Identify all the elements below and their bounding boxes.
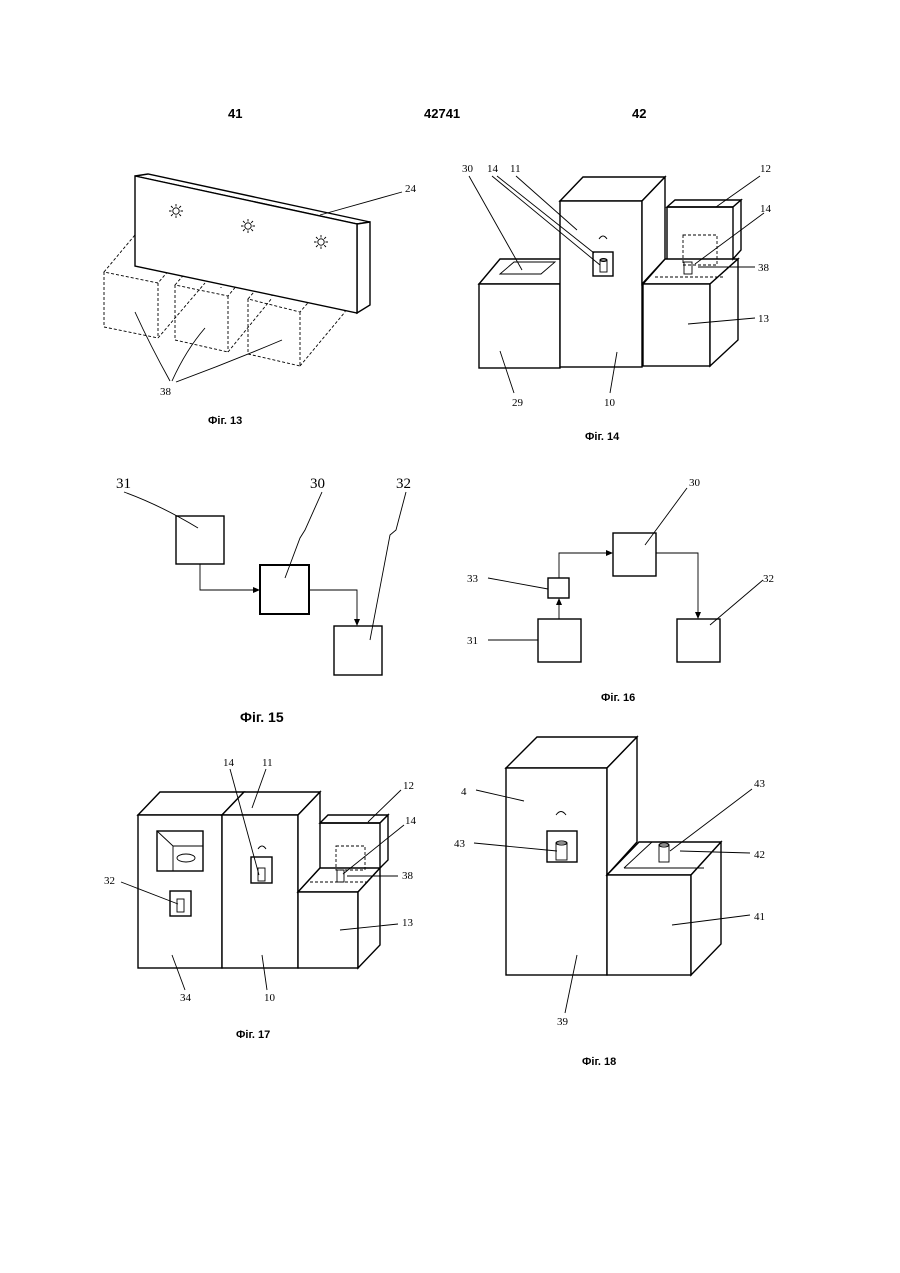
fig14-label-29: 29 bbox=[512, 397, 524, 409]
fig16-label-33: 33 bbox=[467, 573, 479, 585]
figure-14: 30 14 11 12 14 38 13 29 10 Фіг. 14 bbox=[462, 163, 772, 443]
figure-15: 31 30 32 Фіг. 15 bbox=[116, 476, 411, 725]
fig13-label-24: 24 bbox=[405, 183, 417, 195]
figure-17: 14 11 12 14 32 38 13 34 10 Фіг. 17 bbox=[104, 757, 417, 1041]
fig15-label-30: 30 bbox=[310, 476, 325, 492]
fig14-caption: Фіг. 14 bbox=[585, 431, 620, 443]
fig14-label-14-right: 14 bbox=[760, 203, 772, 215]
fig17-label-10: 10 bbox=[264, 992, 276, 1004]
fig14-label-13: 13 bbox=[758, 313, 770, 325]
fig14-label-30: 30 bbox=[462, 163, 474, 175]
board-24 bbox=[135, 174, 370, 313]
fig17-label-14-right: 14 bbox=[405, 815, 417, 827]
fig17-label-38: 38 bbox=[402, 870, 414, 882]
fig17-label-14-left: 14 bbox=[223, 757, 235, 769]
fig14-label-14-left: 14 bbox=[487, 163, 499, 175]
figure-13: 24 38 Фіг. 13 bbox=[104, 174, 417, 427]
fig16-label-32: 32 bbox=[763, 573, 774, 585]
fig16-caption: Фіг. 16 bbox=[601, 692, 635, 704]
fig18-label-43-right: 43 bbox=[754, 778, 766, 790]
fig17-label-12: 12 bbox=[403, 780, 414, 792]
fig14-label-10: 10 bbox=[604, 397, 616, 409]
fig18-label-41: 41 bbox=[754, 911, 765, 923]
fig18-label-43-left: 43 bbox=[454, 838, 466, 850]
figure-16: 30 33 32 31 Фіг. 16 bbox=[467, 477, 774, 704]
fig18-caption: Фіг. 18 bbox=[582, 1056, 616, 1068]
fig15-label-32: 32 bbox=[396, 476, 411, 492]
fig16-label-30: 30 bbox=[689, 477, 701, 489]
fig14-label-38: 38 bbox=[758, 262, 770, 274]
fig15-label-31: 31 bbox=[116, 476, 131, 492]
figure-18: 4 43 43 42 41 39 Фіг. 18 bbox=[454, 737, 766, 1068]
fig13-label-38: 38 bbox=[160, 386, 172, 398]
fig18-label-42: 42 bbox=[754, 849, 765, 861]
fig13-caption: Фіг. 13 bbox=[208, 415, 242, 427]
fig14-label-12: 12 bbox=[760, 163, 771, 175]
fig16-label-31: 31 bbox=[467, 635, 478, 647]
fig17-label-13: 13 bbox=[402, 917, 414, 929]
fig17-caption: Фіг. 17 bbox=[236, 1029, 270, 1041]
fig17-label-34: 34 bbox=[180, 992, 192, 1004]
fig14-label-11: 11 bbox=[510, 163, 521, 175]
fig15-caption: Фіг. 15 bbox=[240, 709, 284, 725]
fig18-label-39: 39 bbox=[557, 1016, 569, 1028]
fig17-label-32: 32 bbox=[104, 875, 115, 887]
fig18-label-4: 4 bbox=[461, 786, 467, 798]
fig17-label-11: 11 bbox=[262, 757, 273, 769]
